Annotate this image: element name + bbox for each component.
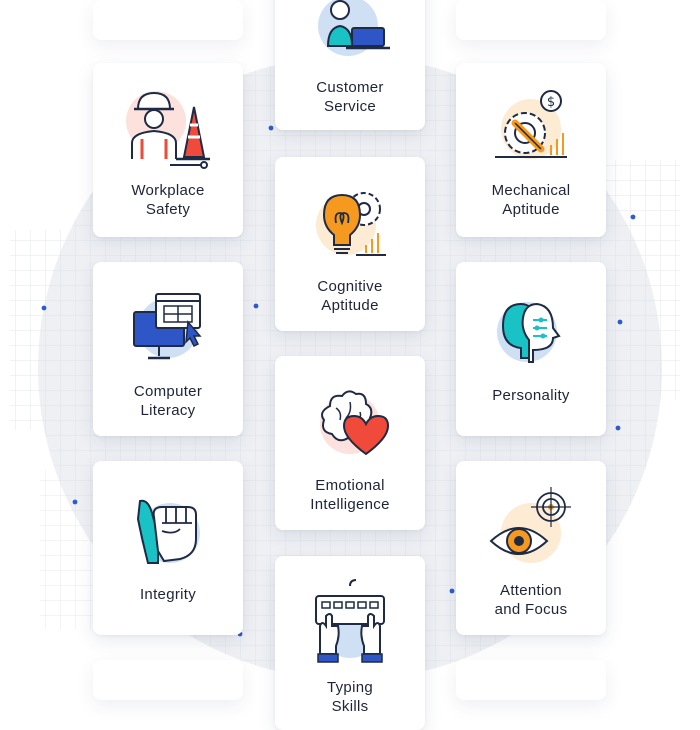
svg-text:$: $	[547, 95, 555, 110]
card-label-line1: Customer	[316, 79, 384, 96]
brain-heart-icon	[300, 372, 400, 472]
card-label-line2: Intelligence	[310, 496, 390, 513]
monitor-cursor-icon	[118, 278, 218, 378]
card-label-line2: Aptitude	[502, 201, 560, 218]
card-label-line1: Personality	[492, 387, 570, 404]
card-label-line1: Computer	[133, 383, 203, 400]
keyboard-hands-icon	[300, 576, 400, 676]
card-mechanical-aptitude[interactable]: $ Mechanical Aptitude	[456, 63, 606, 237]
card-computer-literacy[interactable]: Computer Literacy	[93, 262, 243, 436]
ghost-card-bottom-right	[456, 660, 606, 700]
card-label: Mechanical Aptitude	[464, 181, 598, 219]
card-label: Computer Literacy	[101, 382, 235, 420]
ghost-card-top-right	[456, 0, 606, 40]
card-integrity[interactable]: Integrity	[93, 461, 243, 635]
gear-wrench-dollar-icon: $	[481, 79, 581, 179]
card-label-line2: Service	[323, 98, 377, 115]
ghost-card-top-left	[93, 0, 243, 40]
card-label: Customer Service	[283, 78, 417, 116]
card-cognitive-aptitude[interactable]: Cognitive Aptitude	[275, 157, 425, 331]
card-label-line1: Emotional	[315, 477, 385, 494]
card-label: Personality	[464, 386, 598, 405]
card-label-line1: Typing	[327, 679, 373, 696]
card-label-line2: Literacy	[140, 402, 196, 419]
headset-laptop-chat-icon	[300, 0, 400, 66]
card-label-line1: Cognitive	[317, 278, 383, 295]
card-label-line1: Mechanical	[491, 182, 571, 199]
card-label: Workplace Safety	[101, 181, 235, 219]
card-label-line1: Workplace	[131, 182, 205, 199]
card-customer-service[interactable]: Customer Service	[275, 0, 425, 130]
lightbulb-gear-icon	[300, 173, 400, 273]
ghost-card-bottom-left	[93, 660, 243, 700]
card-label: Attention and Focus	[464, 581, 598, 619]
card-typing-skills[interactable]: Typing Skills	[275, 556, 425, 730]
card-label-line1: Attention	[500, 582, 562, 599]
card-label: Cognitive Aptitude	[283, 277, 417, 315]
worker-cone-icon	[118, 79, 218, 179]
card-label: Typing Skills	[283, 678, 417, 716]
card-label-line2: Aptitude	[321, 297, 379, 314]
card-label: Emotional Intelligence	[283, 476, 417, 514]
card-label-line2: and Focus	[494, 601, 568, 618]
card-label-line2: Safety	[145, 201, 191, 218]
card-label: Integrity	[101, 585, 235, 604]
two-heads-icon	[481, 282, 581, 382]
fist-icon	[118, 483, 218, 583]
card-personality[interactable]: Personality	[456, 262, 606, 436]
card-emotional-intelligence[interactable]: Emotional Intelligence	[275, 356, 425, 530]
card-workplace-safety[interactable]: Workplace Safety	[93, 63, 243, 237]
card-label-line1: Integrity	[139, 586, 197, 603]
eye-target-icon	[481, 481, 581, 581]
card-attention-focus[interactable]: Attention and Focus	[456, 461, 606, 635]
